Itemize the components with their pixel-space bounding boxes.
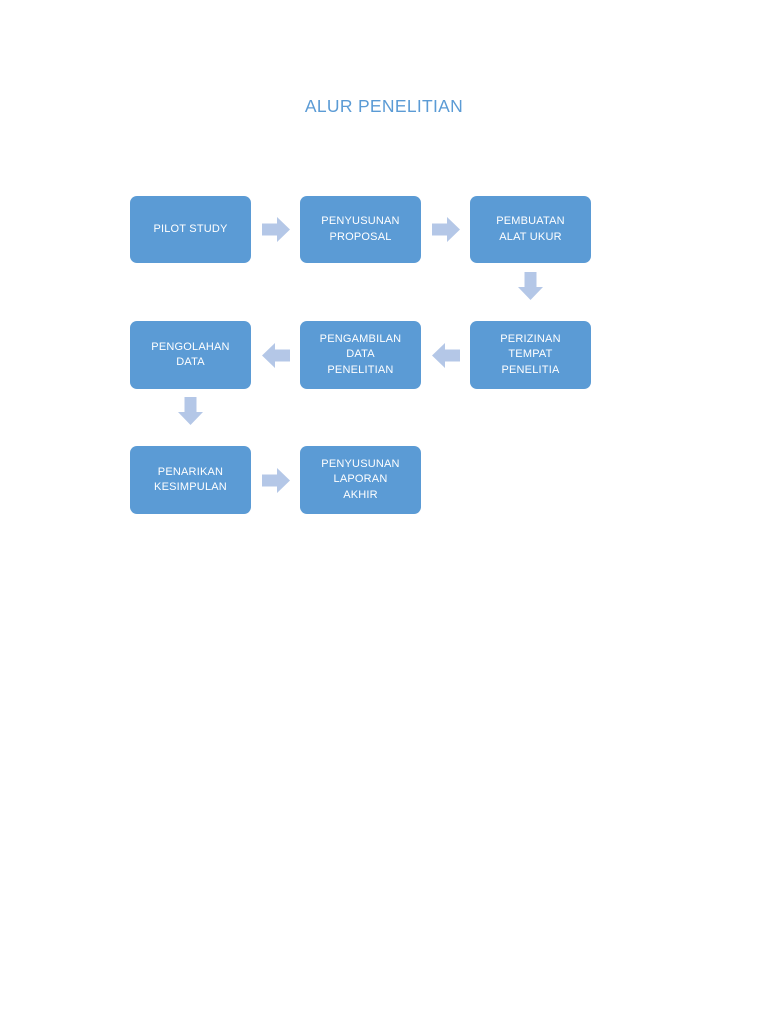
- node-penyusunan-laporan-akhir[interactable]: PENYUSUNAN LAPORAN AKHIR: [300, 446, 421, 514]
- node-line: PROPOSAL: [329, 230, 392, 243]
- arrow-right-penarikan-to-laporan: [262, 467, 290, 494]
- node-line: PENELITIA: [501, 363, 560, 376]
- node-pengambilan-data-penelitian[interactable]: PENGAMBILAN DATA PENELITIAN: [300, 321, 421, 389]
- arrow-left-perizinan-to-pengambilan: [432, 342, 460, 369]
- arrow-right-pilot-to-proposal: [262, 216, 290, 243]
- page-title: ALUR PENELITIAN: [304, 96, 464, 116]
- arrow-down-alat-ukur-to-perizinan: [517, 272, 544, 300]
- node-pilot-study[interactable]: PILOT STUDY: [130, 196, 251, 263]
- node-line: TEMPAT: [508, 348, 553, 361]
- node-penyusunan-proposal[interactable]: PENYUSUNAN PROPOSAL: [300, 196, 421, 263]
- node-line: PENYUSUNAN: [321, 215, 400, 227]
- arrow-down-pengolahan-to-penarikan: [177, 397, 204, 425]
- node-line: PENARIKAN: [157, 465, 224, 478]
- arrow-left-pengambilan-to-pengolahan: [262, 342, 290, 369]
- node-pembuatan-alat-ukur[interactable]: PEMBUATAN ALAT UKUR: [470, 196, 591, 263]
- node-line: PENYUSUNAN: [321, 457, 400, 470]
- node-perizinan-tempat-penelitian[interactable]: PERIZINAN TEMPAT PENELITIA: [470, 321, 591, 389]
- arrow-right-proposal-to-alat-ukur: [432, 216, 460, 243]
- node-line: PEMBUATAN: [496, 215, 565, 227]
- node-line: ALAT UKUR: [499, 230, 562, 243]
- node-line: AKHIR: [343, 488, 378, 501]
- node-line: PENELITIAN: [327, 363, 394, 376]
- node-line: PERIZINAN: [500, 332, 561, 345]
- node-line: LAPORAN: [333, 473, 388, 486]
- node-line: KESIMPULAN: [154, 481, 227, 493]
- node-line: PENGOLAHAN: [151, 340, 230, 353]
- node-penarikan-kesimpulan[interactable]: PENARIKAN KESIMPULAN: [130, 446, 251, 514]
- node-line: PILOT STUDY: [153, 222, 228, 235]
- node-line: PENGAMBILAN: [319, 332, 402, 345]
- node-pengolahan-data[interactable]: PENGOLAHAN DATA: [130, 321, 251, 389]
- node-line: DATA: [346, 348, 375, 361]
- node-line: DATA: [176, 356, 205, 368]
